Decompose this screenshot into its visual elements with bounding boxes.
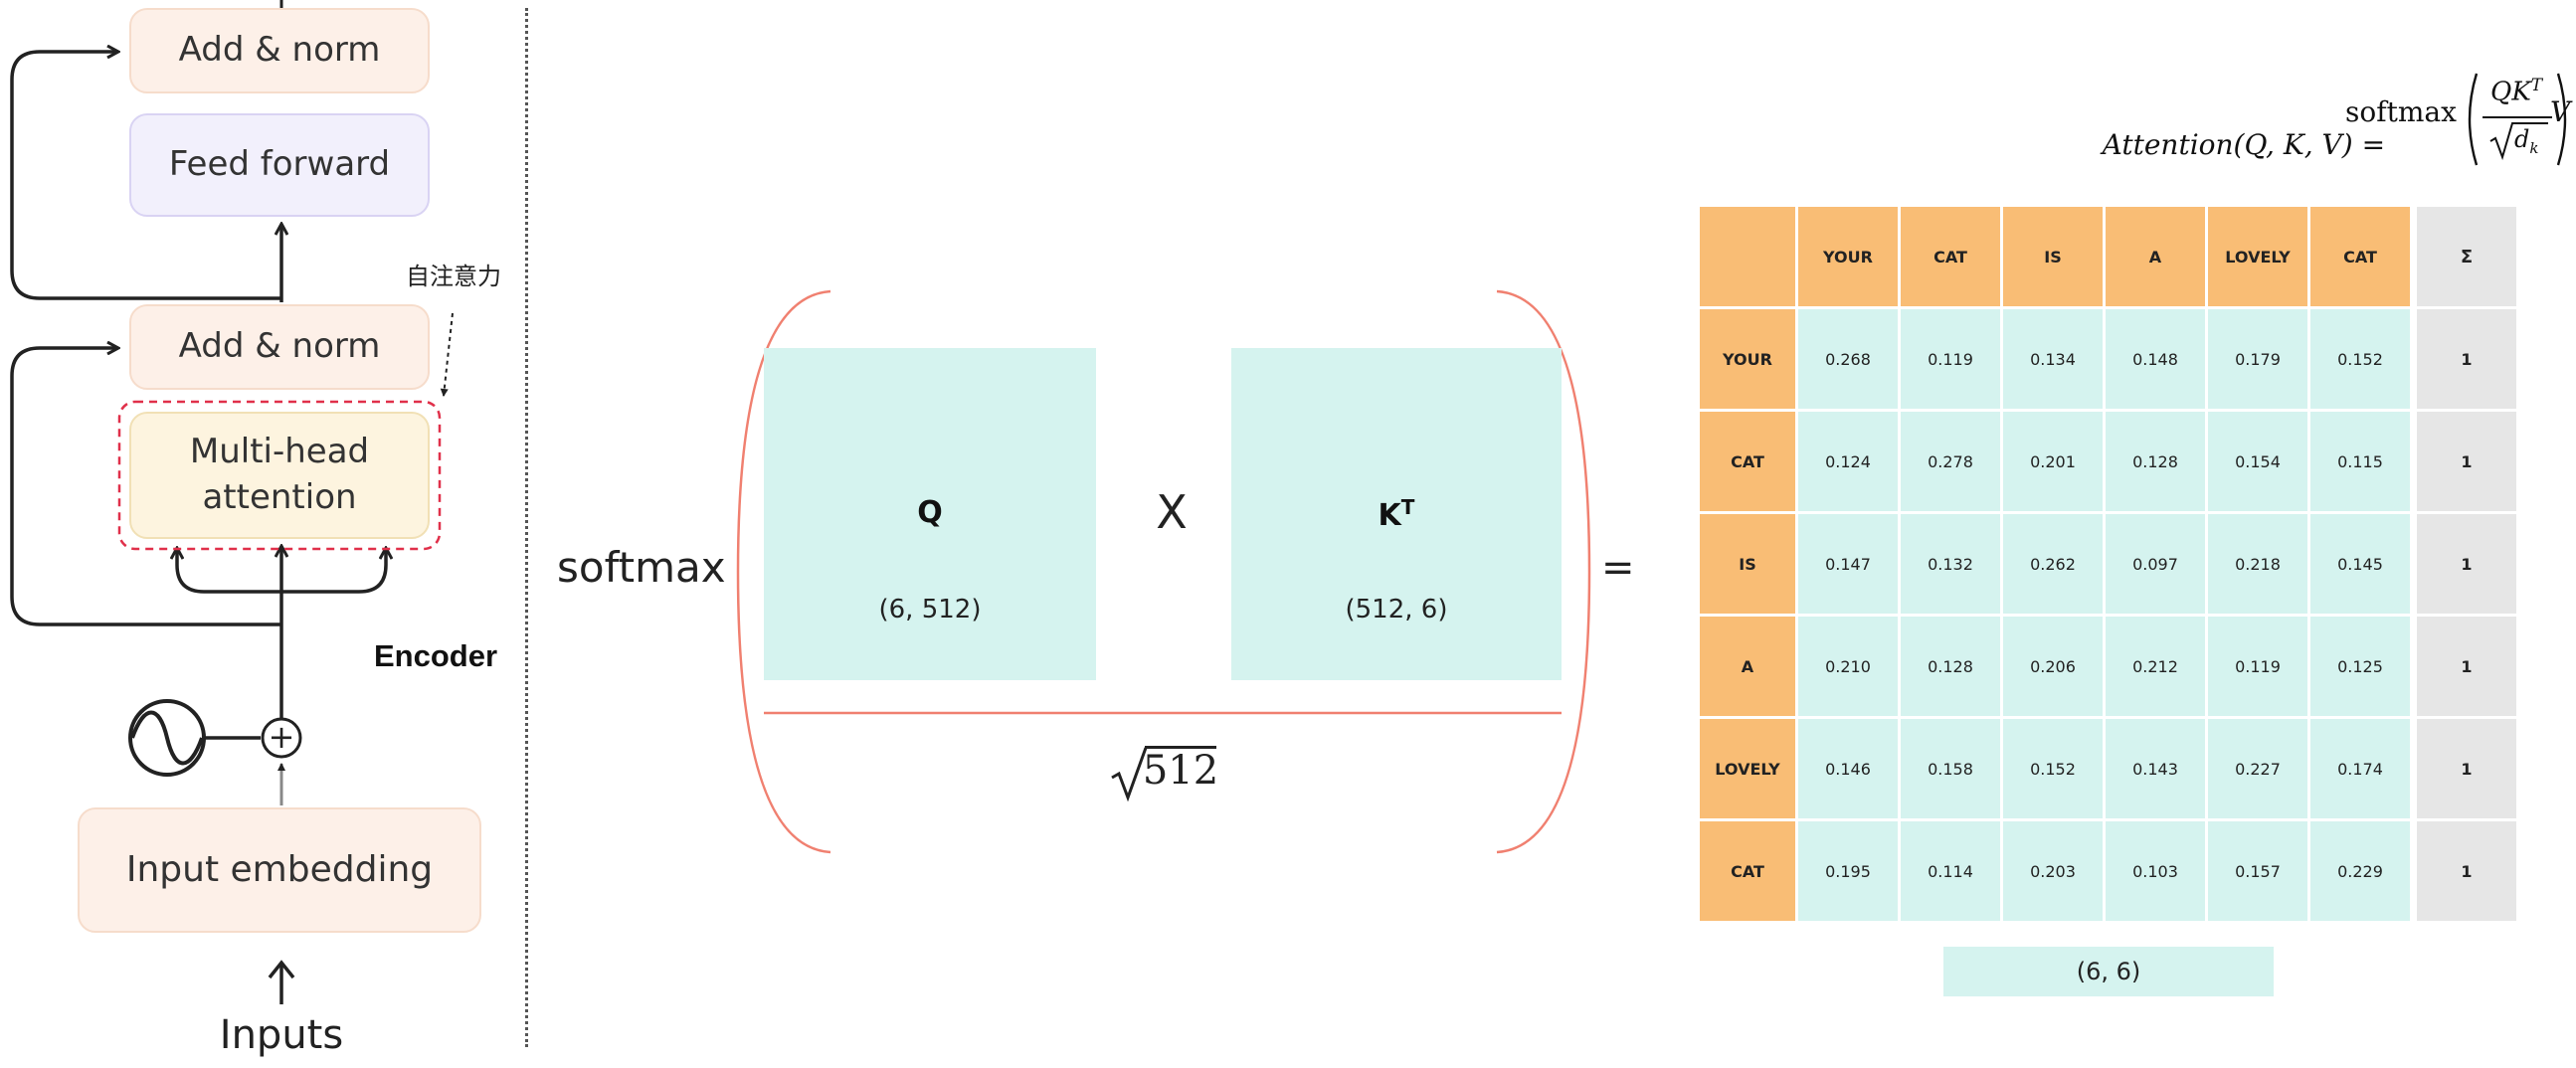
matrix-cell: 0.148 (2106, 309, 2205, 409)
formula-tail: V (2550, 95, 2571, 128)
matrix-cell: 0.145 (2310, 514, 2410, 614)
formula-denominator: dk (2514, 125, 2539, 157)
k-transpose-label: KT (1231, 495, 1562, 533)
input-embedding-label: Input embedding (125, 848, 434, 890)
attention-formula: Attention(Q, K, V) = softmax QKT dk V (2065, 72, 2570, 167)
row-header: A (1700, 617, 1795, 716)
plus-symbol: + (268, 718, 295, 756)
col-header: YOUR (1798, 207, 1898, 306)
k-transpose-shape: (512, 6) (1345, 595, 1448, 624)
matrix-cell: 0.201 (2003, 412, 2103, 511)
matrix-cell: 0.152 (2003, 719, 2103, 818)
col-header: CAT (1901, 207, 2000, 306)
matrix-cell: 0.097 (2106, 514, 2205, 614)
matrix-cell: 0.103 (2106, 821, 2205, 921)
col-header: CAT (2310, 207, 2410, 306)
formula-numerator: QKT (2490, 76, 2543, 107)
matrix-cell: 0.210 (1798, 617, 1898, 716)
formula-lhs: Attention(Q, K, V) = (2102, 128, 2394, 161)
matrix-cell: 0.212 (2106, 617, 2205, 716)
add-norm-bottom-block: Add & norm (129, 304, 430, 390)
matrix-cell: 0.124 (1798, 412, 1898, 511)
row-sum: 1 (2417, 821, 2516, 921)
matrix-cell: 0.203 (2003, 821, 2103, 921)
q-shape: (6, 512) (878, 595, 982, 624)
softmax-label: softmax (557, 543, 726, 592)
matrix-cell: 0.174 (2310, 719, 2410, 818)
k-label: K (1378, 498, 1401, 533)
matrix-cell: 0.268 (1798, 309, 1898, 409)
row-sum: 1 (2417, 719, 2516, 818)
matrix-cell: 0.152 (2310, 309, 2410, 409)
formula-softmax: softmax (2345, 95, 2457, 128)
matrix-cell: 0.227 (2208, 719, 2307, 818)
row-sum: 1 (2417, 617, 2516, 716)
self-attention-note: 自注意力 (406, 263, 501, 290)
add-norm-top-block: Add & norm (129, 8, 430, 93)
row-sum: 1 (2417, 309, 2516, 409)
matrix-cell: 0.119 (2208, 617, 2307, 716)
matrix-corner (1700, 207, 1795, 306)
matrix-cell: 0.128 (1901, 617, 2000, 716)
matrix-cell: 0.262 (2003, 514, 2103, 614)
times-symbol: X (1156, 485, 1188, 539)
col-header: LOVELY (2208, 207, 2307, 306)
matrix-shape-label: (6, 6) (1943, 947, 2274, 996)
sum-header: Σ (2417, 207, 2516, 306)
q-label: Q (917, 495, 943, 530)
row-header: IS (1700, 514, 1795, 614)
inputs-label: Inputs (219, 1012, 344, 1058)
row-header: LOVELY (1700, 719, 1795, 818)
matrix-cell: 0.278 (1901, 412, 2000, 511)
sqrt-radical (1111, 747, 1148, 801)
col-header: A (2106, 207, 2205, 306)
multi-head-line-2: attention (202, 477, 357, 517)
matrix-cell: 0.119 (1901, 309, 2000, 409)
encoder-connectors (10, 0, 454, 1004)
feed-forward-block: Feed forward (129, 113, 430, 217)
matrix-cell: 0.146 (1798, 719, 1898, 818)
add-norm-top-label: Add & norm (178, 30, 381, 71)
add-norm-bottom-label: Add & norm (178, 326, 381, 367)
k-sup: T (1400, 495, 1415, 519)
equals-symbol: = (1601, 545, 1635, 591)
row-header: CAT (1700, 821, 1795, 921)
row-header: CAT (1700, 412, 1795, 511)
row-sum: 1 (2417, 412, 2516, 511)
matrix-cell: 0.229 (2310, 821, 2410, 921)
multi-head-attention-block: Multi-head attention (129, 412, 430, 539)
matrix-cell: 0.154 (2208, 412, 2307, 511)
sqrt-bar (1145, 746, 1216, 749)
feed-forward-label: Feed forward (168, 144, 391, 185)
matrix-cell: 0.143 (2106, 719, 2205, 818)
matrix-cell: 0.206 (2003, 617, 2103, 716)
k-transpose-matrix (1231, 348, 1562, 680)
multi-head-line-1: Multi-head (189, 432, 370, 472)
row-sum: 1 (2417, 514, 2516, 614)
matrix-cell: 0.128 (2106, 412, 2205, 511)
matrix-cell: 0.179 (2208, 309, 2307, 409)
matrix-cell: 0.158 (1901, 719, 2000, 818)
matrix-cell: 0.115 (2310, 412, 2410, 511)
sqrt-value: 512 (1142, 748, 1219, 794)
matrix-cell: 0.157 (2208, 821, 2307, 921)
matrix-cell: 0.134 (2003, 309, 2103, 409)
matrix-cell: 0.125 (2310, 617, 2410, 716)
formula-parens (2468, 73, 2567, 166)
matrix-cell: 0.114 (1901, 821, 2000, 921)
matrix-cell: 0.195 (1798, 821, 1898, 921)
input-embedding-block: Input embedding (78, 807, 481, 933)
softmax-brackets (736, 289, 1591, 854)
col-header: IS (2003, 207, 2103, 306)
section-divider (525, 8, 528, 1047)
row-header: YOUR (1700, 309, 1795, 409)
matrix-cell: 0.132 (1901, 514, 2000, 614)
matrix-cell: 0.218 (2208, 514, 2307, 614)
matrix-cell: 0.147 (1798, 514, 1898, 614)
q-matrix (764, 348, 1096, 680)
encoder-label: Encoder (374, 638, 498, 673)
